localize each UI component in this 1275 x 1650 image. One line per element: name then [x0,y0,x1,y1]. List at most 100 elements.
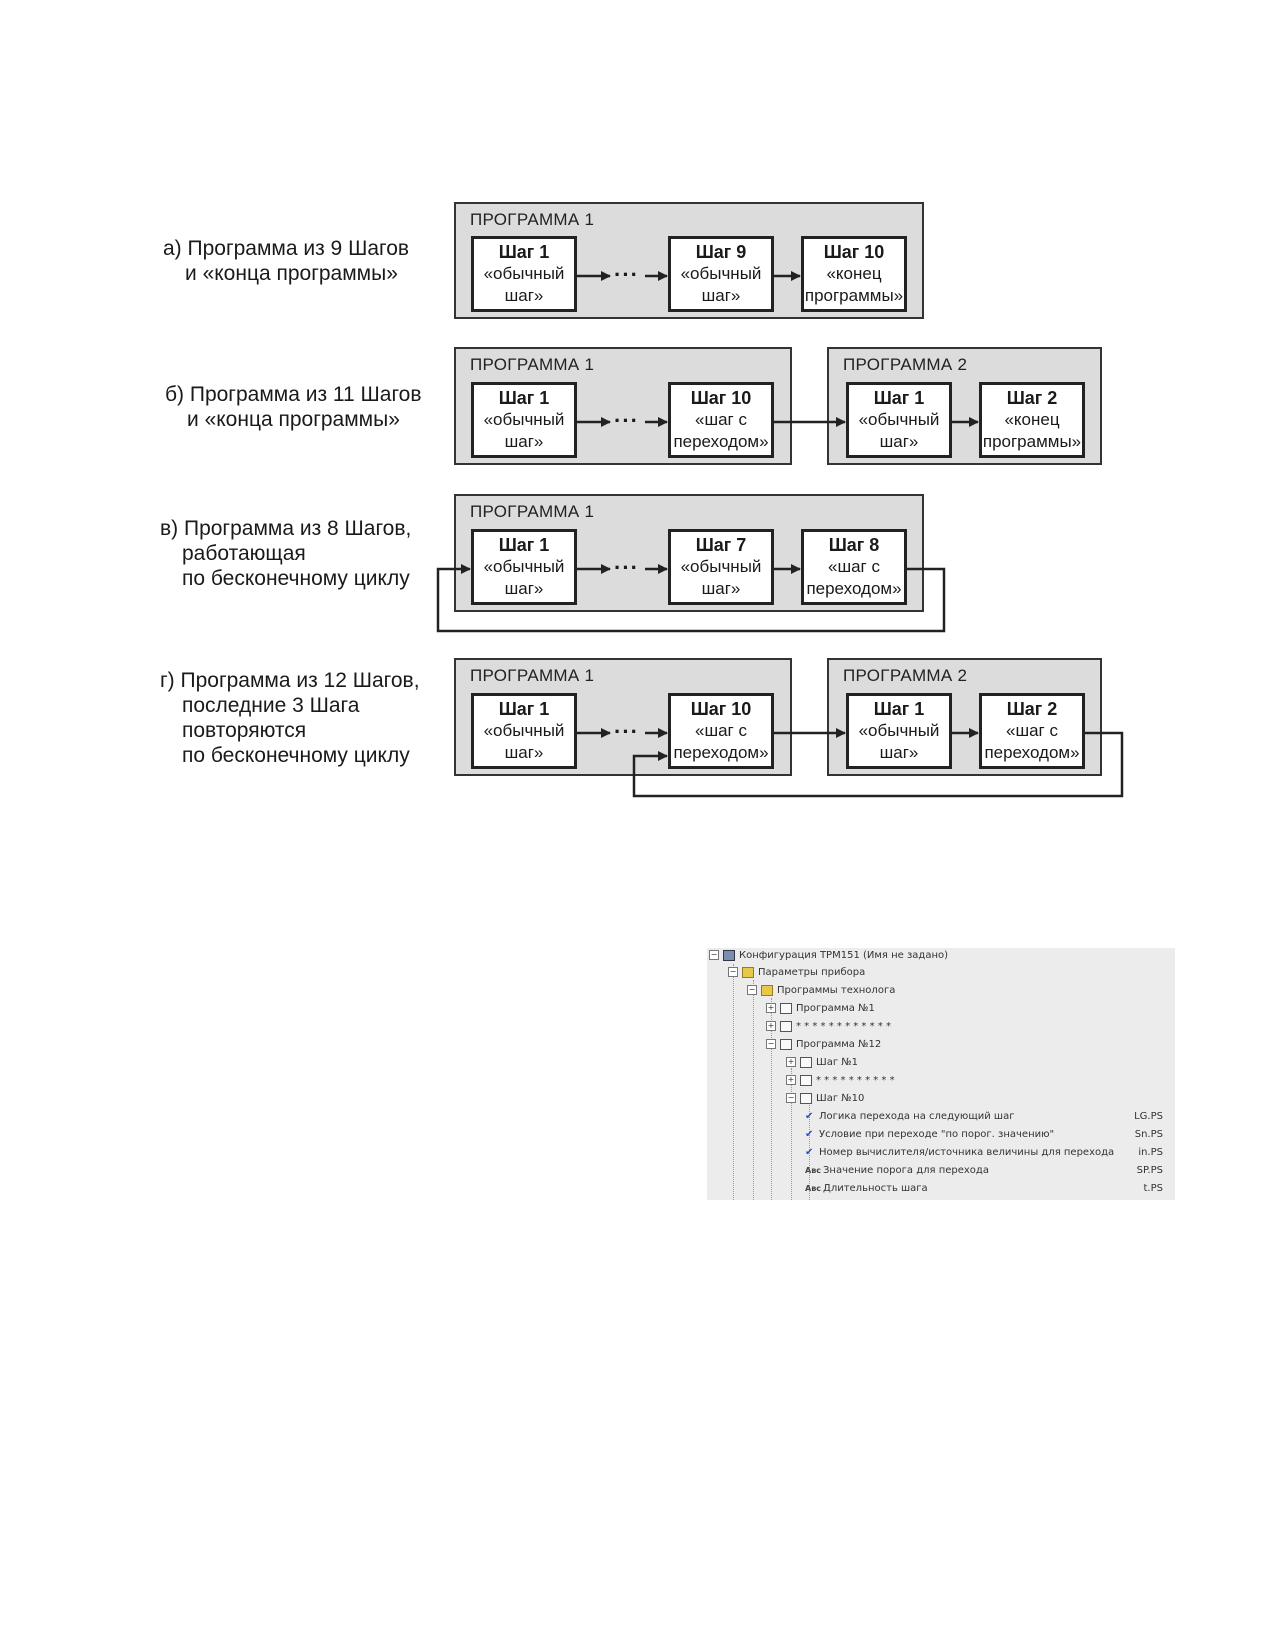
step-title: Шаг 10 [823,242,885,262]
collapse-icon[interactable]: − [766,1039,776,1049]
step-title: Шаг 2 [1006,388,1058,408]
loop-v [436,564,946,633]
step-box-g3: Шаг 1 «обычный шаг» [846,693,952,769]
abc-icon: Авс [805,1166,821,1175]
param-code: in.PS [1138,1147,1163,1158]
tree-root-label: Конфигурация ТРМ151 (Имя не задано) [739,950,949,961]
program-title: ПРОГРАММА 2 [843,666,968,685]
step-type-line1: «обычный [483,557,565,576]
collapse-icon[interactable]: − [728,967,738,977]
caption-g-line3: повторяются [182,719,307,742]
tree-step10[interactable]: −Шаг №10 [786,1091,864,1107]
tree-root[interactable]: − Конфигурация ТРМ151 (Имя не задано) [709,948,948,964]
check-icon: ✔ [805,1147,814,1158]
step-box-v3: Шаг 8 «шаг с переходом» [801,529,907,605]
step-type-line2: переходом» [806,579,902,598]
tree-stars2-label: * * * * * * * * * * [816,1075,895,1086]
step-box-b4: Шаг 2 «конец программы» [979,382,1085,458]
caption-a: а) Программа из 9 Шагов и «конца програм… [163,236,409,286]
step-title: Шаг 1 [498,242,550,262]
step-type-line1: «обычный [483,410,565,429]
caption-b-line2: и «конца программы» [187,408,400,431]
step-title: Шаг 8 [828,535,880,555]
program-title: ПРОГРАММА 1 [470,210,595,229]
step-icon [800,1092,812,1104]
collapse-icon[interactable]: − [786,1093,796,1103]
program-title: ПРОГРАММА 1 [470,502,595,521]
step-title: Шаг 1 [498,535,550,555]
step-box-v2: Шаг 7 «обычный шаг» [668,529,774,605]
ellipsis: ··· [614,719,639,744]
param-code: LG.PS [1134,1111,1163,1122]
step-title: Шаг 1 [498,699,550,719]
step-box-a3: Шаг 10 «конец программы» [801,236,907,312]
caption-v: в) Программа из 8 Шагов, работающая по б… [160,516,411,591]
collapse-icon[interactable]: − [709,950,719,960]
program-icon [780,1002,792,1014]
step-box-a2: Шаг 9 «обычный шаг» [668,236,774,312]
tree-prog12-label: Программа №12 [796,1039,882,1050]
tree-step1[interactable]: +Шаг №1 [786,1055,858,1071]
step-title: Шаг 1 [873,699,925,719]
program-title: ПРОГРАММА 2 [843,355,968,374]
step-type-line2: шаг» [504,743,544,762]
tree-stars2[interactable]: + * * * * * * * * * * [786,1073,895,1089]
step-box-a1: Шаг 1 «обычный шаг» [471,236,577,312]
collapse-icon[interactable]: − [747,985,757,995]
configurator-tree: −Конфигурация ТРМ151 (Имя не задано) −Па… [707,948,1175,1200]
step-type-line1: «обычный [858,410,940,429]
step-type-line2: шаг» [879,743,919,762]
program-icon [780,1020,792,1032]
step-type-line1: «конец [826,264,882,283]
tree-stars1[interactable]: +* * * * * * * * * * * * [766,1019,891,1035]
step-box-g1: Шаг 1 «обычный шаг» [471,693,577,769]
caption-v-line1: в) Программа из 8 Шагов, [160,517,412,540]
step-type-line2: шаг» [701,286,741,305]
step-type-line2: шаг» [701,579,741,598]
expand-icon[interactable]: + [766,1003,776,1013]
tree-params[interactable]: − Параметры прибора [728,965,865,981]
step-type-line2: программы» [804,286,904,305]
param-label: Значение порога для перехода [823,1165,989,1176]
step-box-b2: Шаг 10 «шаг с переходом» [668,382,774,458]
tree-programs[interactable]: −Программы технолога [747,983,895,999]
caption-v-line3: по бесконечному циклу [182,567,410,590]
abc-icon: Авс [805,1184,821,1193]
caption-b: б) Программа из 11 Шагов и «конца програ… [165,382,422,432]
step-title: Шаг 9 [695,242,747,262]
caption-g-line2: последние 3 Шага [182,694,360,717]
step-type-line2: шаг» [504,579,544,598]
program-icon [780,1038,792,1050]
expand-icon[interactable]: + [766,1021,776,1031]
param-label: Условие при переходе "по порог. значению… [819,1129,1055,1140]
step-type-line2: программы» [982,432,1082,451]
step-type-line1: «конец [1004,410,1060,429]
step-type-line2: переходом» [984,743,1080,762]
tree-prog12[interactable]: − Программа №12 [766,1037,881,1053]
caption-g-line1: г) Программа из 12 Шагов, [160,669,420,692]
folder-icon [742,966,754,978]
tree-param-row[interactable]: ✔Логика перехода на следующий шаг LG.PS [805,1109,1169,1125]
folder-icon [761,984,773,996]
tree-param-row[interactable]: ✔Номер вычислителя/источника величины дл… [805,1145,1169,1161]
step-box-g2: Шаг 10 «шаг с переходом» [668,693,774,769]
step-title: Шаг 7 [695,535,747,555]
step-type-line1: «обычный [680,557,762,576]
param-code: Sn.PS [1134,1129,1163,1140]
param-code: t.PS [1143,1183,1163,1194]
caption-a-line2: и «конца программы» [185,262,398,285]
param-label: Логика перехода на следующий шаг [819,1111,1015,1122]
expand-icon[interactable]: + [786,1057,796,1067]
tree-params-label: Параметры прибора [758,967,866,978]
tree-prog1-label: Программа №1 [796,1003,875,1014]
step-type-line1: «обычный [858,721,940,740]
step-type-line1: «обычный [483,721,565,740]
tree-param-row[interactable]: ✔Условие при переходе "по порог. значени… [805,1127,1169,1143]
step-title: Шаг 1 [498,388,550,408]
tree-prog1[interactable]: + Программа №1 [766,1001,875,1017]
step-box-b3: Шаг 1 «обычный шаг» [846,382,952,458]
expand-icon[interactable]: + [786,1075,796,1085]
